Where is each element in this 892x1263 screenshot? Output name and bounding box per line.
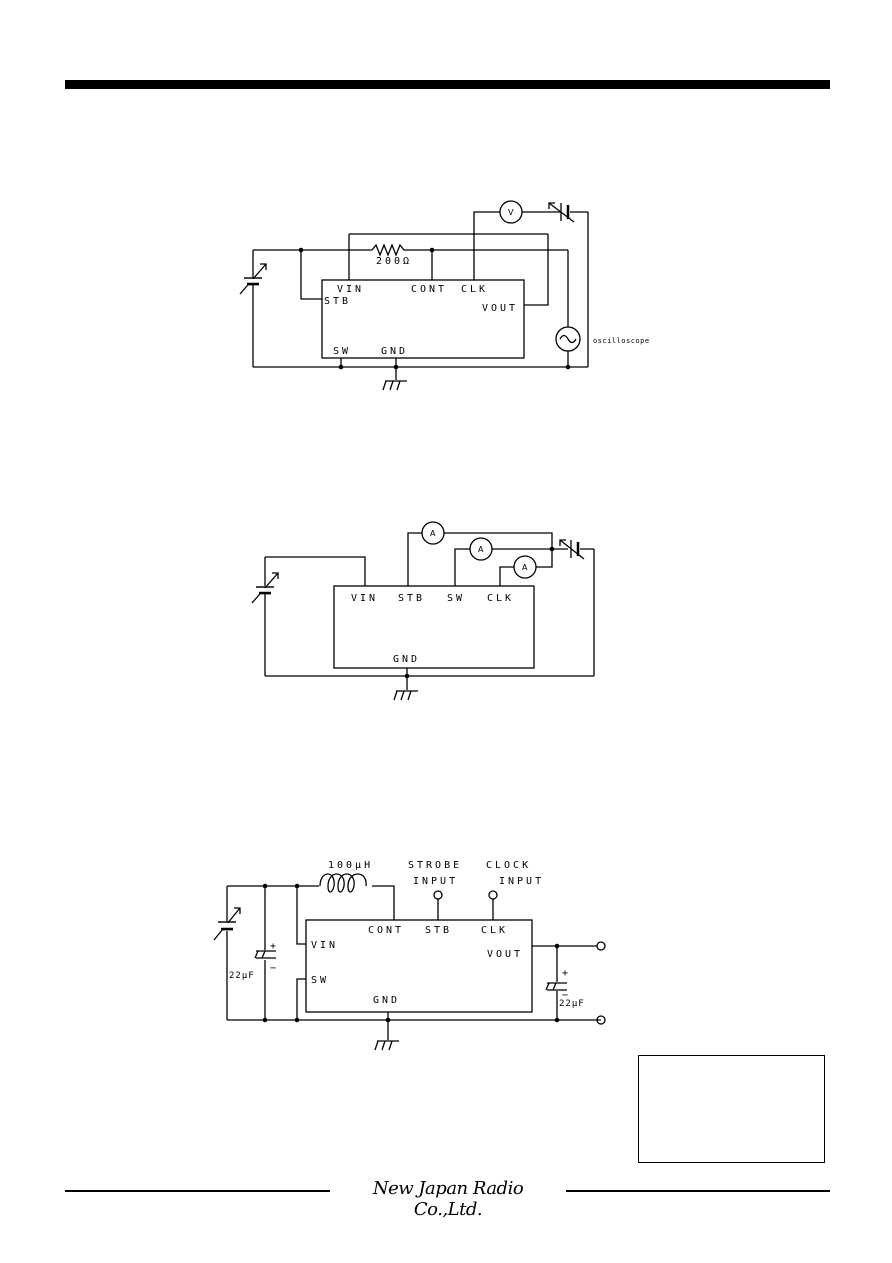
circuit3-vout-terminal bbox=[596, 941, 606, 951]
circuit3-clock-label-2: INPUT bbox=[499, 876, 544, 887]
circuit2-clock-source bbox=[559, 539, 594, 560]
circuit3-pin-cont: CONT bbox=[368, 925, 404, 936]
circuit1-pin-cont: CONT bbox=[411, 284, 447, 295]
junction-dots bbox=[262, 247, 571, 1023]
circuit3-pin-vin: VIN bbox=[311, 940, 338, 951]
footer-rule-left bbox=[65, 1190, 330, 1192]
circuit1-resistor-label: 200Ω bbox=[376, 256, 412, 267]
footer-rule-right bbox=[566, 1190, 830, 1192]
circuit3-pin-vout: VOUT bbox=[487, 949, 523, 960]
circuit3-clock-terminal bbox=[488, 890, 498, 900]
circuit2-variable-supply bbox=[251, 572, 279, 604]
circuit1-pin-vin: VIN bbox=[337, 284, 364, 295]
circuit1-clock-source bbox=[548, 202, 588, 223]
circuit3-cap-in-plus: + bbox=[270, 941, 276, 952]
circuit3-ground-icon bbox=[374, 1040, 399, 1051]
circuit1-resistor bbox=[371, 243, 406, 257]
circuit1 bbox=[239, 200, 589, 391]
circuit3-cap-out-plus: + bbox=[562, 968, 568, 979]
circuit1-pin-gnd: GND bbox=[381, 346, 408, 357]
circuit3-pin-clk: CLK bbox=[481, 925, 508, 936]
circuit2-ic-body bbox=[333, 585, 535, 669]
circuit3-input-capacitor bbox=[254, 950, 276, 959]
circuit1-pin-vout: VOUT bbox=[482, 303, 518, 314]
circuit3-strobe-terminal bbox=[433, 890, 443, 900]
circuit3-pin-stb: STB bbox=[425, 925, 452, 936]
circuit3-cap-out-minus: − bbox=[562, 990, 568, 1001]
circuit2-ammeter-sw-label: A bbox=[478, 545, 484, 554]
circuit1-variable-supply bbox=[239, 263, 267, 295]
circuit3-gnd-terminal bbox=[596, 1015, 606, 1025]
circuit3-strobe-label-1: STROBE bbox=[408, 860, 462, 871]
circuit1-pin-stb: STB bbox=[324, 296, 351, 307]
circuit3-inductor bbox=[319, 873, 373, 893]
circuit3-strobe-label-2: INPUT bbox=[413, 876, 458, 887]
circuit1-pin-clk: CLK bbox=[461, 284, 488, 295]
circuit3-ic-body bbox=[305, 919, 533, 1013]
circuit1-scope-label: oscilloscope bbox=[593, 337, 650, 345]
circuit2 bbox=[251, 521, 595, 701]
circuit2-pin-clk: CLK bbox=[487, 593, 514, 604]
circuit3-pin-sw: SW bbox=[311, 975, 329, 986]
circuit2-pin-stb: STB bbox=[398, 593, 425, 604]
circuit3-inductor-label: 100μH bbox=[328, 860, 373, 871]
circuit3-cap-in-label: 22μF bbox=[229, 971, 255, 981]
circuit3-cap-in-minus: − bbox=[270, 963, 276, 974]
company-logo: New Japan Radio Co.,Ltd. bbox=[372, 1178, 524, 1220]
circuit3-pin-gnd: GND bbox=[373, 995, 400, 1006]
note-box bbox=[638, 1055, 825, 1163]
circuit2-pin-sw: SW bbox=[447, 593, 465, 604]
circuit2-ammeter-stb-label: A bbox=[430, 529, 436, 538]
circuit2-pin-gnd: GND bbox=[393, 654, 420, 665]
circuit1-ground-icon bbox=[382, 380, 407, 391]
circuit3-cap-out-label: 22μF bbox=[559, 999, 585, 1009]
circuit1-ic-body bbox=[321, 279, 525, 359]
header-bar bbox=[65, 80, 830, 89]
circuit1-voltmeter-label: V bbox=[508, 208, 514, 217]
circuit3 bbox=[213, 873, 606, 1051]
circuit1-pin-sw: SW bbox=[333, 346, 351, 357]
circuit2-pin-vin: VIN bbox=[351, 593, 378, 604]
circuit2-ground-icon bbox=[393, 690, 418, 701]
circuit3-output-capacitor bbox=[545, 982, 567, 991]
circuit2-ammeter-clk-label: A bbox=[522, 563, 528, 572]
circuit3-clock-label-1: CLOCK bbox=[486, 860, 531, 871]
circuit3-variable-supply bbox=[213, 907, 241, 941]
